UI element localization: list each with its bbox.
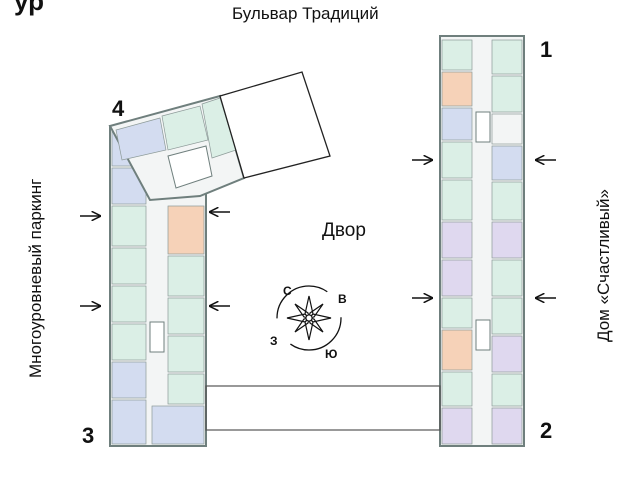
street-label-top: Бульвар Традиций bbox=[232, 4, 379, 23]
section-number-2: 2 bbox=[540, 418, 553, 443]
section-number-4: 4 bbox=[112, 96, 125, 121]
entrance-arrows bbox=[80, 160, 556, 306]
compass-south-label: Ю bbox=[325, 347, 338, 361]
compass-north-label: С bbox=[283, 284, 292, 298]
courtyard-label: Двор bbox=[322, 220, 366, 241]
section-number-3: 3 bbox=[82, 423, 95, 448]
parking-label: Многоуровневый паркинг bbox=[26, 178, 45, 378]
connecting-walkway bbox=[205, 385, 441, 431]
building-right bbox=[439, 35, 525, 447]
compass-icon bbox=[276, 285, 342, 351]
compass-west-label: З bbox=[270, 334, 278, 348]
page-title-fragment: ур bbox=[14, 0, 44, 16]
compass-east-label: В bbox=[338, 292, 347, 306]
building-angled-wing bbox=[108, 71, 331, 202]
section-number-1: 1 bbox=[540, 37, 553, 62]
neighbour-house-label: Дом «Счастливый» bbox=[594, 189, 613, 342]
